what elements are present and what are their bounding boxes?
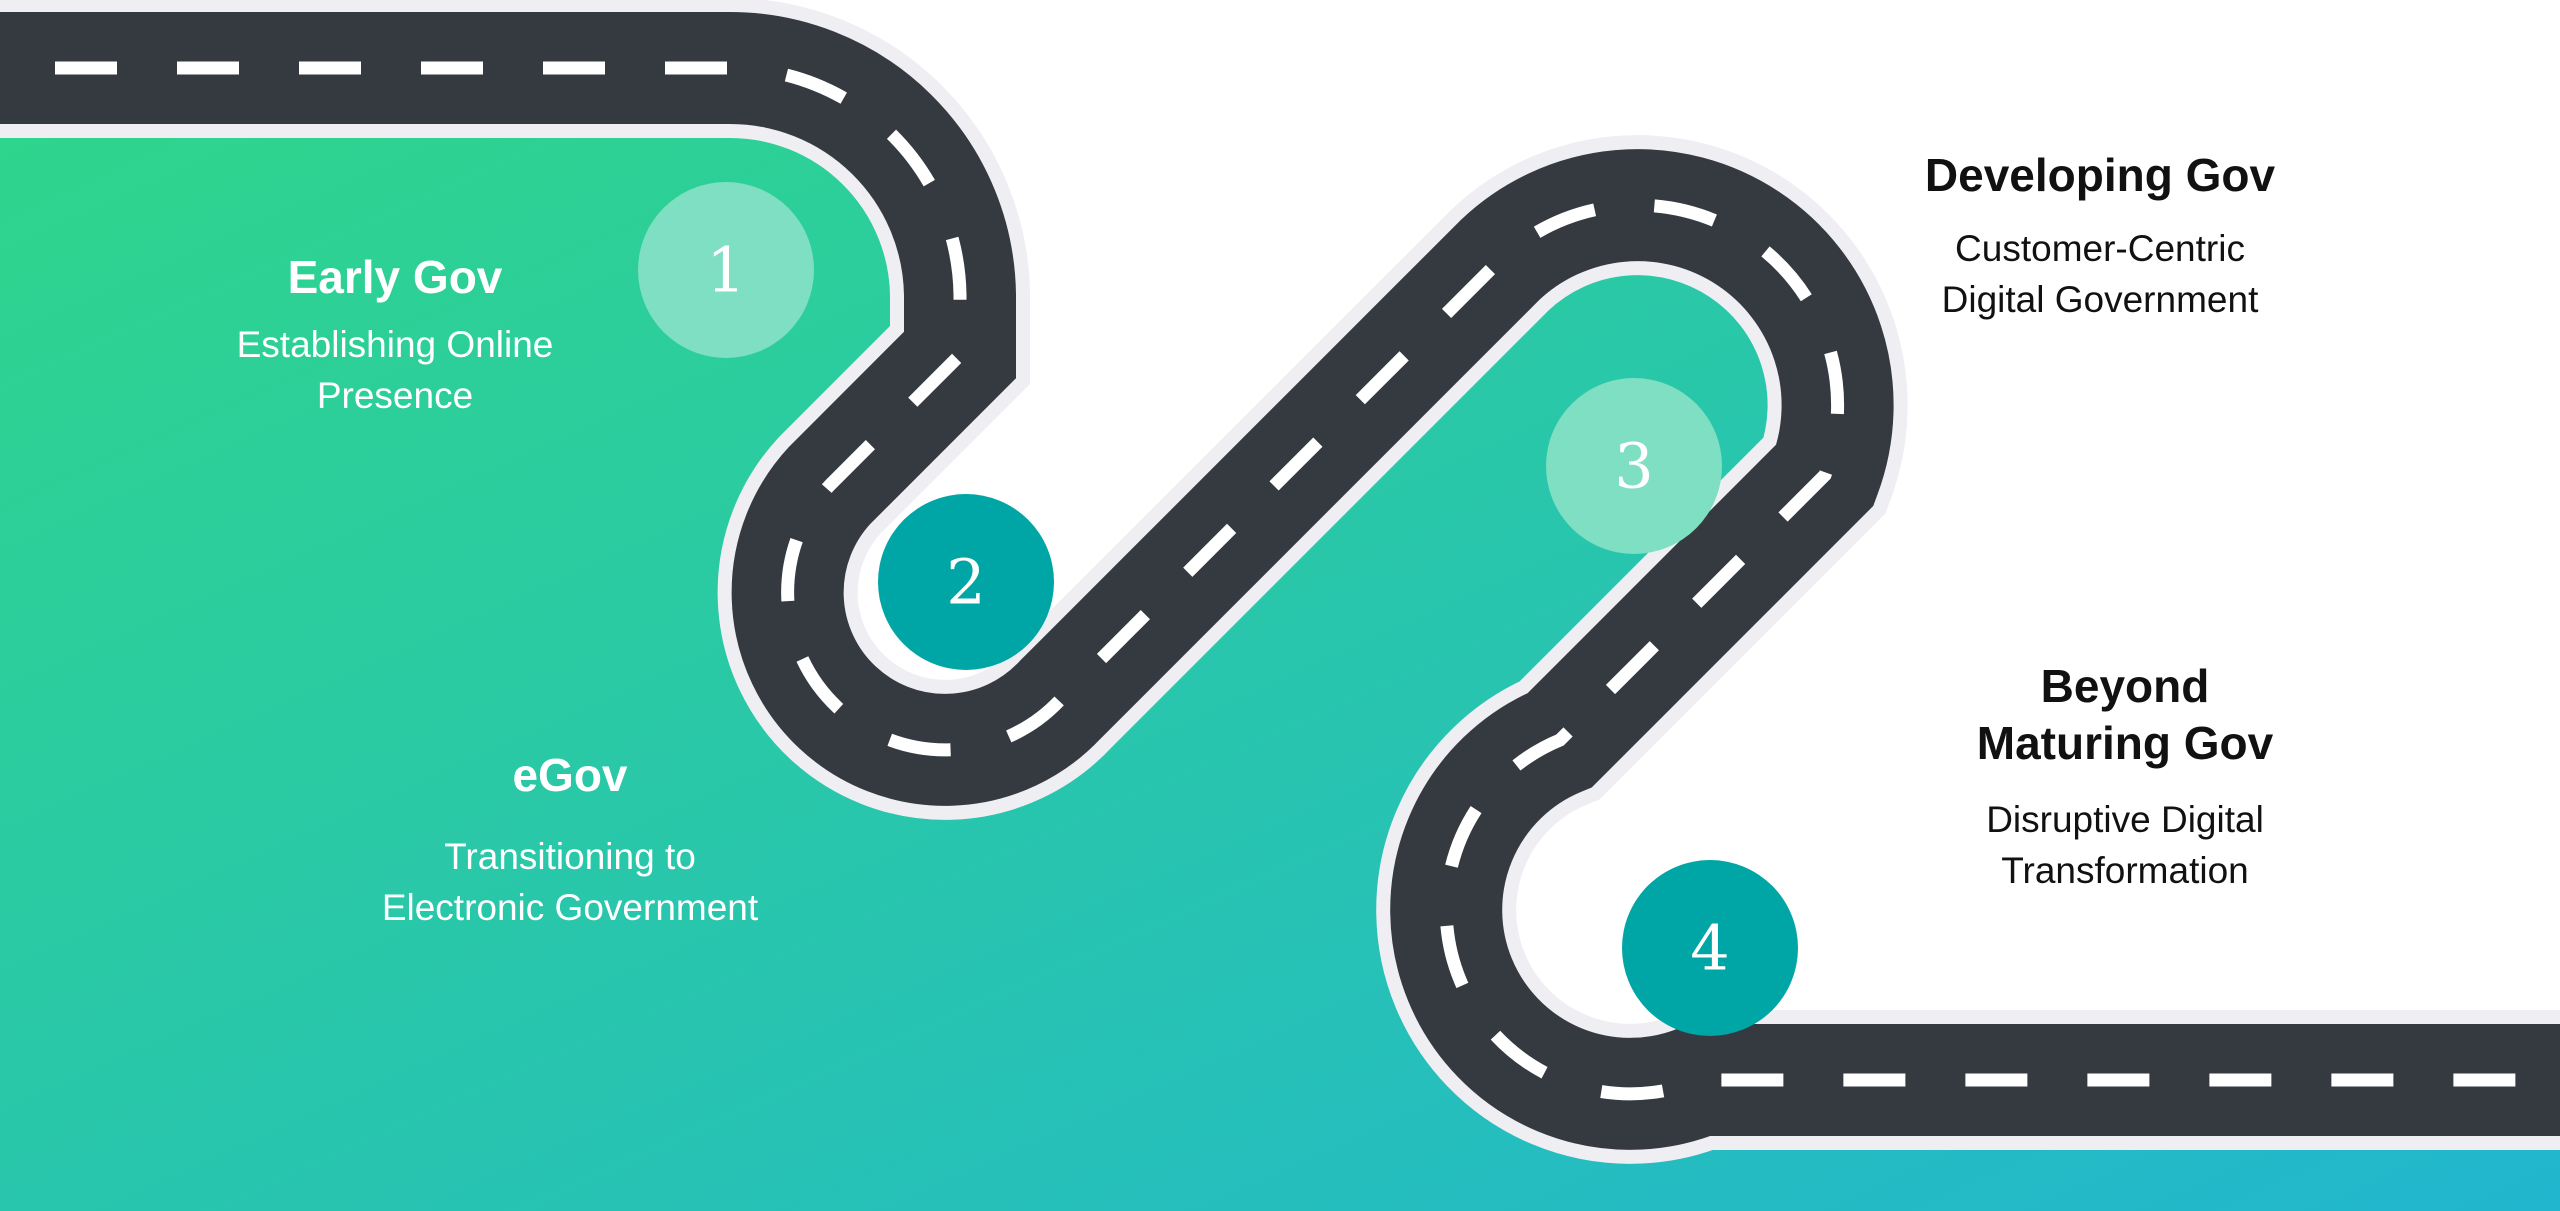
stage-1-subtitle-line: Establishing Online: [236, 324, 554, 366]
stage-1-subtitle-line: Presence: [316, 375, 474, 417]
stage-3-subtitle-line: Customer-Centric: [1955, 228, 2245, 270]
road: [0, 0, 2560, 1164]
stage-1-title: Early Gov: [287, 251, 503, 303]
stage-4-subtitle: Disruptive Digital Transformation: [1925, 794, 2325, 896]
stage-2-subtitle: Transitioning to Electronic Government: [335, 831, 805, 933]
stage-3-label: Developing Gov Customer-Centric Digital …: [1890, 148, 2310, 325]
stage-4-label: Beyond Maturing Gov Disruptive Digital T…: [1925, 658, 2325, 896]
stage-3-title: Developing Gov: [1924, 149, 2276, 201]
stage-2-subtitle-line: Transitioning to: [444, 836, 696, 878]
stage-3-number: 3: [1614, 430, 1653, 503]
stage-2-title: eGov: [512, 749, 628, 801]
stage-1-number: 1: [706, 234, 745, 307]
stage-marker-1: 1: [638, 182, 814, 358]
gradient-background: [0, 65, 2560, 1211]
stage-1-subtitle: Establishing Online Presence: [190, 319, 600, 421]
stage-3-subtitle: Customer-Centric Digital Government: [1890, 223, 2310, 325]
stage-4-title-line: Maturing Gov: [1976, 717, 2274, 769]
stage-2-label: eGov Transitioning to Electronic Governm…: [335, 748, 805, 933]
stage-3-subtitle-line: Digital Government: [1941, 279, 2259, 321]
stage-2-subtitle-line: Electronic Government: [381, 887, 759, 929]
stage-2-number: 2: [946, 546, 985, 619]
stage-1-label: Early Gov Establishing Online Presence: [190, 250, 600, 421]
stage-4-number: 4: [1690, 912, 1729, 985]
stage-4-subtitle-line: Transformation: [2001, 850, 2249, 891]
lane-marking: [0, 61, 2560, 1101]
stage-4-subtitle-line: Disruptive Digital: [1986, 799, 2264, 840]
stage-4-title: Beyond Maturing Gov: [1925, 658, 2325, 772]
stage-marker-2: 2: [878, 494, 1054, 670]
stage-4-title-line: Beyond: [2040, 660, 2210, 712]
stage-marker-4: 4: [1622, 860, 1798, 1036]
stage-marker-3: 3: [1546, 378, 1722, 554]
